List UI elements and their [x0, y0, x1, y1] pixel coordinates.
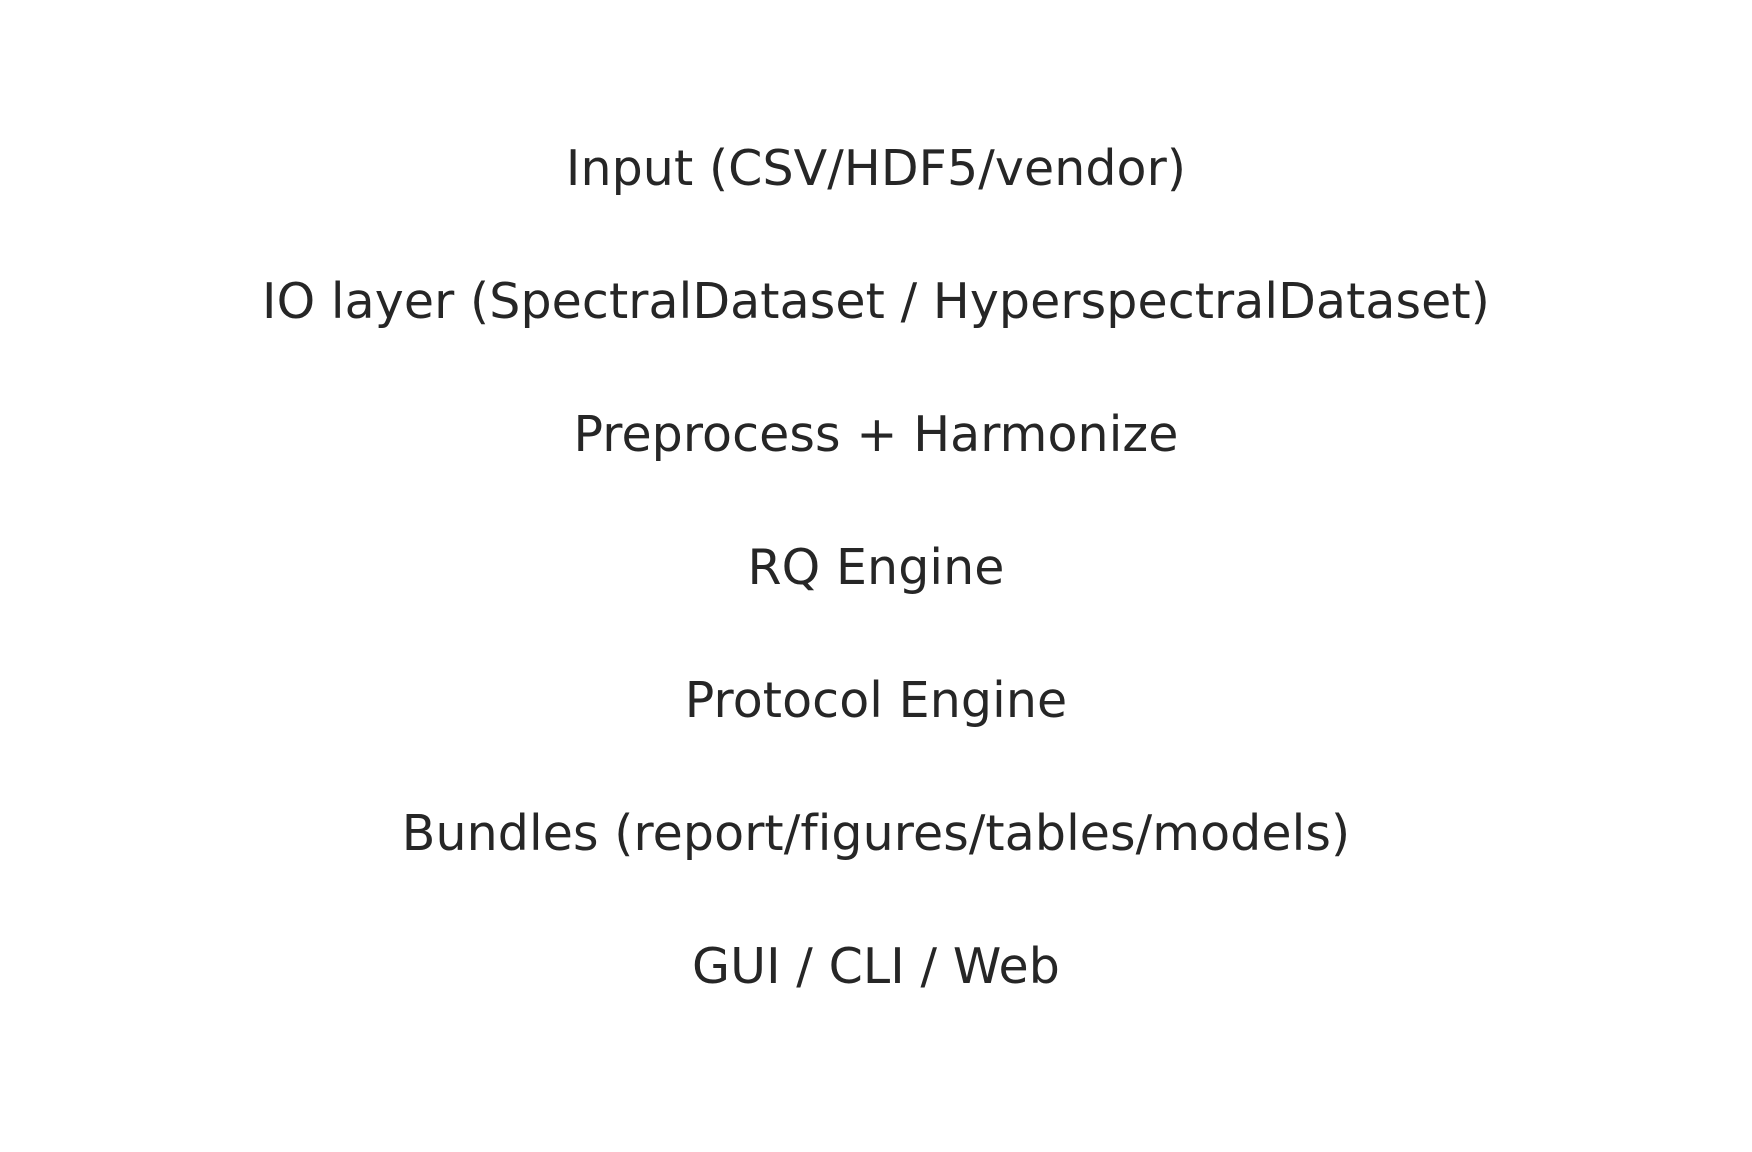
pipeline-stage-protocol-engine: Protocol Engine: [0, 634, 1752, 767]
stage-label-rq-engine: RQ Engine: [747, 539, 1005, 596]
pipeline-stage-preprocess: Preprocess + Harmonize: [0, 368, 1752, 501]
stage-label-protocol-engine: Protocol Engine: [684, 672, 1068, 729]
stage-label-interfaces: GUI / CLI / Web: [692, 938, 1060, 995]
stage-label-input: Input (CSV/HDF5/vendor): [565, 140, 1187, 197]
pipeline-stage-bundles: Bundles (report/figures/tables/models): [0, 767, 1752, 900]
stage-label-io-layer: IO layer (SpectralDataset / Hyperspectra…: [262, 273, 1490, 330]
pipeline-stage-input: Input (CSV/HDF5/vendor): [0, 102, 1752, 235]
pipeline-stage-rq-engine: RQ Engine: [0, 501, 1752, 634]
stage-label-preprocess: Preprocess + Harmonize: [573, 406, 1179, 463]
pipeline-stage-io-layer: IO layer (SpectralDataset / Hyperspectra…: [0, 235, 1752, 368]
pipeline-stage-interfaces: GUI / CLI / Web: [0, 900, 1752, 1033]
stage-label-bundles: Bundles (report/figures/tables/models): [401, 805, 1351, 862]
